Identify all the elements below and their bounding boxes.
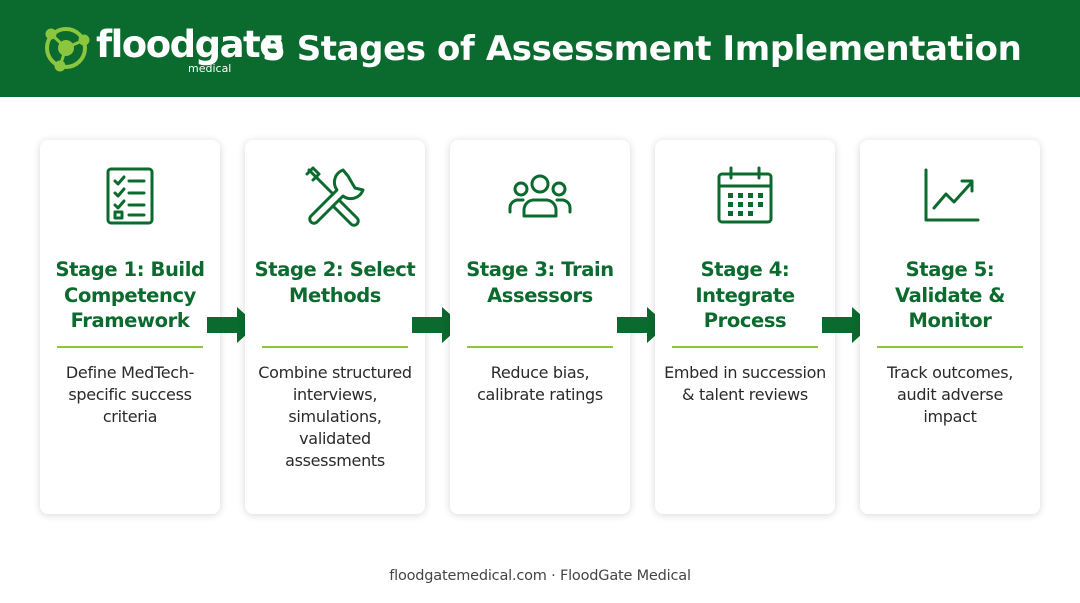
stage-card-4: Stage 4: Integrate Process Embed in succ… <box>655 140 835 514</box>
arrow-right-icon <box>412 307 462 343</box>
stage-card-3: Stage 3: Train Assessors Reduce bias, ca… <box>450 140 630 514</box>
stage-card-5: Stage 5: Validate & Monitor Track outcom… <box>860 140 1040 514</box>
stage-description: Embed in succession & talent reviews <box>664 363 826 404</box>
divider <box>672 346 818 348</box>
stage-description: Reduce bias, calibrate ratings <box>477 363 603 404</box>
stage-card-1: Stage 1: Build Competency Framework Defi… <box>40 140 220 514</box>
stage-description: Define MedTech-specific success criteria <box>65 363 195 426</box>
footer-credit: floodgatemedical.com · FloodGate Medical <box>389 568 691 584</box>
calendar-icon <box>717 166 773 224</box>
line-chart-icon <box>924 168 980 222</box>
stage-card-2: Stage 2: Select Methods Combine structur… <box>245 140 425 514</box>
stage-description: Track outcomes, audit adverse impact <box>886 363 1014 426</box>
people-icon <box>508 174 572 218</box>
divider <box>467 346 613 348</box>
divider <box>877 346 1023 348</box>
tools-icon <box>305 166 365 227</box>
header-bar: floodgate medical 5 Stages of Assessment… <box>0 0 1080 97</box>
arrow-right-icon <box>822 307 872 343</box>
page-title: 5 Stages of Assessment Implementation <box>262 29 1022 69</box>
arrow-right-icon <box>207 307 257 343</box>
logo-wordmark: floodgate <box>96 23 284 66</box>
molecule-logo-icon <box>45 27 90 72</box>
stage-title: Stage 4: Integrate Process <box>695 258 795 332</box>
stage-title: Stage 3: Train Assessors <box>466 258 614 307</box>
divider <box>57 346 203 348</box>
stage-title: Stage 2: Select Methods <box>254 258 416 307</box>
stage-title: Stage 1: Build Competency Framework <box>55 258 205 332</box>
divider <box>262 346 408 348</box>
logo-subtext: medical <box>188 62 232 75</box>
arrow-right-icon <box>617 307 667 343</box>
stage-title: Stage 5: Validate & Monitor <box>894 258 1005 332</box>
stage-description: Combine structured interviews, simulatio… <box>258 363 412 470</box>
floodgate-logo[interactable]: floodgate medical <box>38 18 284 80</box>
checklist-icon <box>106 167 154 225</box>
